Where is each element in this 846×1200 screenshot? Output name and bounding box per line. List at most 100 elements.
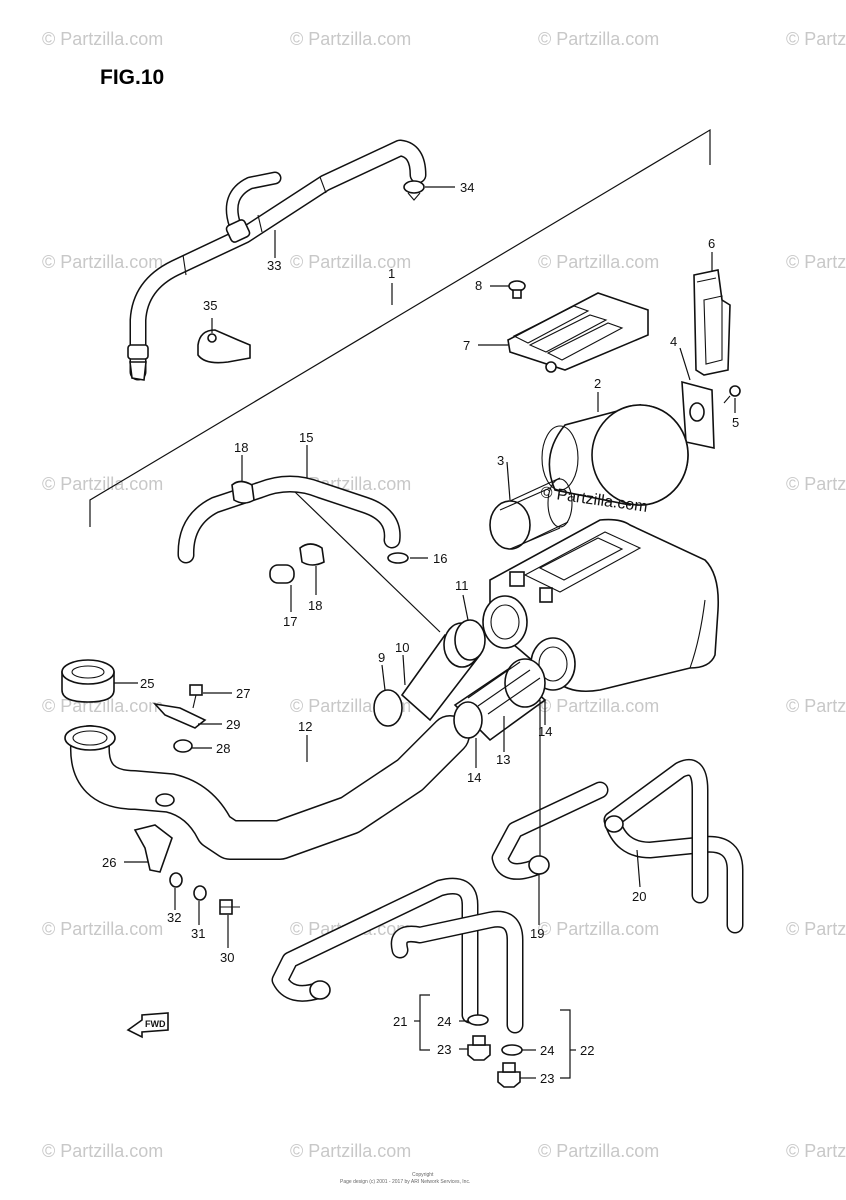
washer-32 [169,872,183,888]
washer-28 [173,739,193,753]
callout-31: 31 [191,926,205,941]
callout-29: 29 [226,717,240,732]
band-9 [373,689,403,727]
callout-32: 32 [167,910,181,925]
watermark: © Partzilla.com [42,919,163,939]
clip-24b [501,1044,523,1056]
callout-24b: 24 [540,1043,554,1058]
bolt-27 [189,684,203,709]
watermark: © Partzilla.com [786,474,846,494]
callout-21: 21 [393,1014,407,1029]
callout-11: 11 [455,578,469,593]
callout-18b: 18 [308,598,322,613]
callout-7: 7 [463,338,470,353]
intake-duct-12 [64,715,470,860]
seal-25 [61,659,115,703]
watermark: © Partzilla.com [42,252,163,272]
bracket-26 [133,824,173,873]
drain-hose-19 [491,700,609,880]
watermark: © Partzilla.com [42,29,163,49]
fwd-label: FWD [145,1019,166,1029]
band-14a [453,701,483,739]
callout-22: 22 [580,1043,594,1058]
watermark: © Partzilla.com [42,474,163,494]
filter-cap-7 [507,292,649,373]
airbox-body [482,518,720,693]
fwd-arrow-icon: FWD [126,1012,169,1039]
callout-10: 10 [395,640,409,655]
callout-15: 15 [299,430,313,445]
plug-23b [497,1062,521,1088]
drain-hose-20 [603,759,744,934]
grommet-4 [681,380,715,449]
callout-19: 19 [530,926,544,941]
leader-line [294,491,441,633]
clip-24a [467,1014,489,1026]
callout-25: 25 [140,676,154,691]
footer-line2: Page design (c) 2001 - 2017 by ARI Netwo… [340,1179,470,1185]
clamp-18b [299,543,325,566]
watermark: © Partzilla.com [290,252,411,272]
callout-27: 27 [236,686,250,701]
watermark: © Partzilla.com [786,919,846,939]
screw-5 [723,385,741,404]
retainer-6 [693,269,731,376]
callout-24a: 24 [437,1014,451,1029]
callout-28: 28 [216,741,230,756]
clip-34 [403,180,425,201]
watermark: © Partzilla.com [538,1141,659,1161]
band-11 [454,619,486,661]
callout-labels: 34 33 1 35 8 7 6 4 5 2 3 18 15 16 17 18 … [102,180,739,1086]
clamp-18a [231,480,255,504]
stay-29 [152,702,207,729]
callout-33: 33 [267,258,281,273]
drain-hose-21 [271,877,479,1024]
watermark-layer: © Partzilla.com © Partzilla.com © Partzi… [42,29,846,1161]
footer-line1: Copyright [412,1172,434,1178]
callout-4: 4 [670,334,677,349]
callout-18a: 18 [234,440,248,455]
clip-16 [387,552,409,564]
callout-9: 9 [378,650,385,665]
callout-35: 35 [203,298,217,313]
callout-34: 34 [460,180,474,195]
watermark: © Partzilla.com [42,1141,163,1161]
figure-title: FIG.10 [100,66,164,89]
watermark: © Partzilla.com [786,1141,846,1161]
watermark: © Partzilla.com [538,696,659,716]
filter-element-2 [541,403,689,506]
bolt-30 [219,899,240,915]
filter-cage-3 [489,477,573,550]
callout-leaders [114,186,736,1079]
watermark: © Partzilla.com [786,696,846,716]
watermark: © Partzilla.com [538,919,659,939]
group-bracket-21 [414,994,430,1051]
clamp-35 [197,329,251,364]
callout-12: 12 [298,719,312,734]
screw-8 [508,280,526,299]
plug-23a [467,1035,491,1061]
callout-30: 30 [220,950,234,965]
callout-14a: 14 [538,724,552,739]
callout-6: 6 [708,236,715,251]
callout-3: 3 [497,453,504,468]
callout-26: 26 [102,855,116,870]
callout-8: 8 [475,278,482,293]
callout-5: 5 [732,415,739,430]
assembly-bracket [89,128,711,527]
watermark: © Partzilla.com [786,252,846,272]
drain-hose-22 [390,910,524,1034]
callout-2: 2 [594,376,601,391]
callout-20: 20 [632,889,646,904]
watermark: © Partzilla.com [538,29,659,49]
callout-1: 1 [388,266,395,281]
breather-hose-33 [127,139,427,381]
callout-16: 16 [433,551,447,566]
callout-23a: 23 [437,1042,451,1057]
cap-17 [269,564,295,584]
callout-23b: 23 [540,1071,554,1086]
watermark: © Partzilla.com [786,29,846,49]
hose-15 [177,475,401,564]
callout-17: 17 [283,614,297,629]
